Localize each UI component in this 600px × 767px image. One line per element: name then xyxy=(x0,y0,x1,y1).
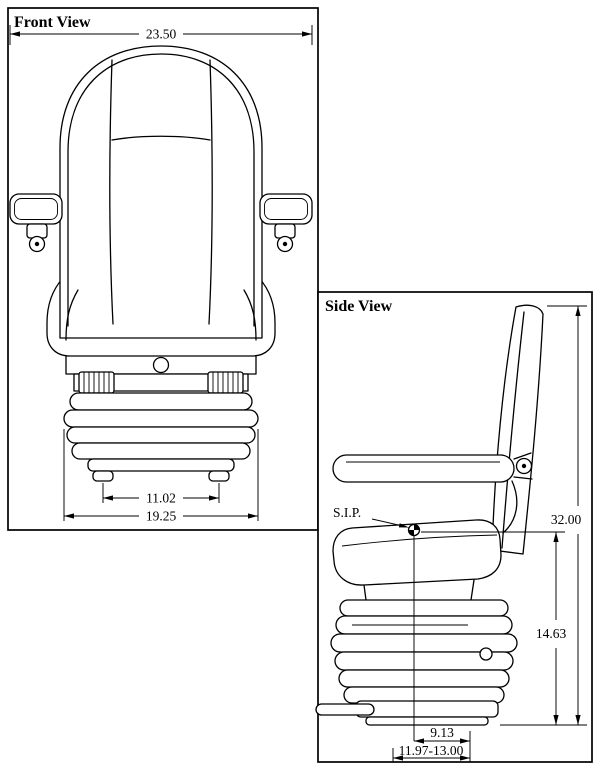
sip-label: S.I.P. xyxy=(333,505,361,520)
suspension-knob xyxy=(479,647,493,661)
arrowhead xyxy=(393,755,403,761)
overall-width-dim-label: 23.50 xyxy=(146,27,177,42)
bellows-fold-2 xyxy=(63,409,259,428)
armrest-pivot-center xyxy=(521,463,527,469)
side-view-title: Side View xyxy=(325,298,393,315)
front-view-dimensions: 23.50 11.02 19.25 xyxy=(9,25,313,524)
backrest-inner-seam xyxy=(67,53,255,327)
backrest-panel-seam-right xyxy=(208,59,213,325)
sip-leader-line xyxy=(371,518,402,527)
arrowhead xyxy=(10,31,20,37)
sip-marker-quadrant xyxy=(414,524,420,530)
sip-height-dim-label: 14.63 xyxy=(536,626,567,641)
armrest-left-knob-center xyxy=(34,241,40,247)
base-foot-left xyxy=(92,470,114,482)
armrest-mount-lines xyxy=(513,452,533,480)
bellows-side xyxy=(330,615,518,704)
backrest-panel-seam-left xyxy=(109,59,114,325)
base-depth-dim-label: 11.97-13.00 xyxy=(399,743,464,758)
arrowhead xyxy=(460,755,470,761)
sip-marker-quadrant xyxy=(408,530,414,536)
arrowhead xyxy=(553,532,559,542)
cushion-seam-side xyxy=(341,534,498,547)
side-seat-drawing xyxy=(315,304,544,726)
base-plate-side xyxy=(355,700,499,718)
arrowhead xyxy=(553,715,559,725)
adjustment-handle xyxy=(315,703,375,716)
suspension-frame xyxy=(73,373,249,392)
suspension-plate-side xyxy=(339,599,509,617)
rail-right-ribs xyxy=(212,372,239,393)
armrest-left-pad-seam xyxy=(14,198,58,220)
armrest-right xyxy=(259,193,313,253)
arrowhead xyxy=(248,513,258,519)
base-width-dim-label: 19.25 xyxy=(146,509,177,524)
arrowhead xyxy=(575,715,581,725)
armrest-left xyxy=(9,193,63,253)
base-plate-front xyxy=(87,458,235,472)
front-seat-drawing xyxy=(9,45,313,482)
armrest-right-pad-seam xyxy=(264,198,308,220)
cushion-wing-seam-right xyxy=(243,289,257,341)
overall-width-extension-lines xyxy=(9,25,313,45)
suspension-rail-right xyxy=(207,371,244,394)
armrest-bracket xyxy=(502,480,518,534)
overall-height-dim-label: 32.00 xyxy=(551,512,582,527)
bellows-side-fold-4 xyxy=(338,669,510,688)
arrowhead xyxy=(103,495,113,501)
backrest-seam-side xyxy=(501,311,525,549)
cushion-wing-seam-left xyxy=(65,289,79,341)
seat-pan-bolt xyxy=(152,356,170,374)
arrowhead xyxy=(460,738,470,744)
mount-width-dim-label: 11.02 xyxy=(146,491,176,506)
base-lip-side xyxy=(365,716,489,726)
armrest-side xyxy=(332,454,515,483)
base-width-extension-lines xyxy=(63,429,259,521)
seat-backrest-front xyxy=(59,45,263,339)
arrowhead xyxy=(64,513,74,519)
sip-offset-dim-label: 9.13 xyxy=(430,725,454,740)
arrowhead xyxy=(575,306,581,316)
rail-left-ribs xyxy=(83,372,110,393)
mount-width-extension-lines xyxy=(102,483,220,503)
bellows-fold-1 xyxy=(69,392,253,411)
armrest-right-knob-center xyxy=(282,241,288,247)
bellows-fold-3 xyxy=(66,426,256,444)
suspension-connectors xyxy=(363,579,475,601)
arrowhead xyxy=(209,495,219,501)
side-view-dimensions: S.I.P. 32.00 14.63 9.13 xyxy=(333,305,587,762)
backrest-horizontal-seam xyxy=(111,135,211,141)
arrowhead xyxy=(398,523,409,528)
side-view: Side View xyxy=(315,291,593,763)
base-foot-right xyxy=(208,470,230,482)
suspension-rail-left xyxy=(78,371,115,394)
bellows-front xyxy=(63,392,259,460)
front-view: Front View xyxy=(7,7,319,531)
arrowhead xyxy=(302,31,312,37)
arrowhead xyxy=(414,738,424,744)
bellows-fold-4 xyxy=(71,442,251,460)
front-view-title: Front View xyxy=(14,14,91,31)
